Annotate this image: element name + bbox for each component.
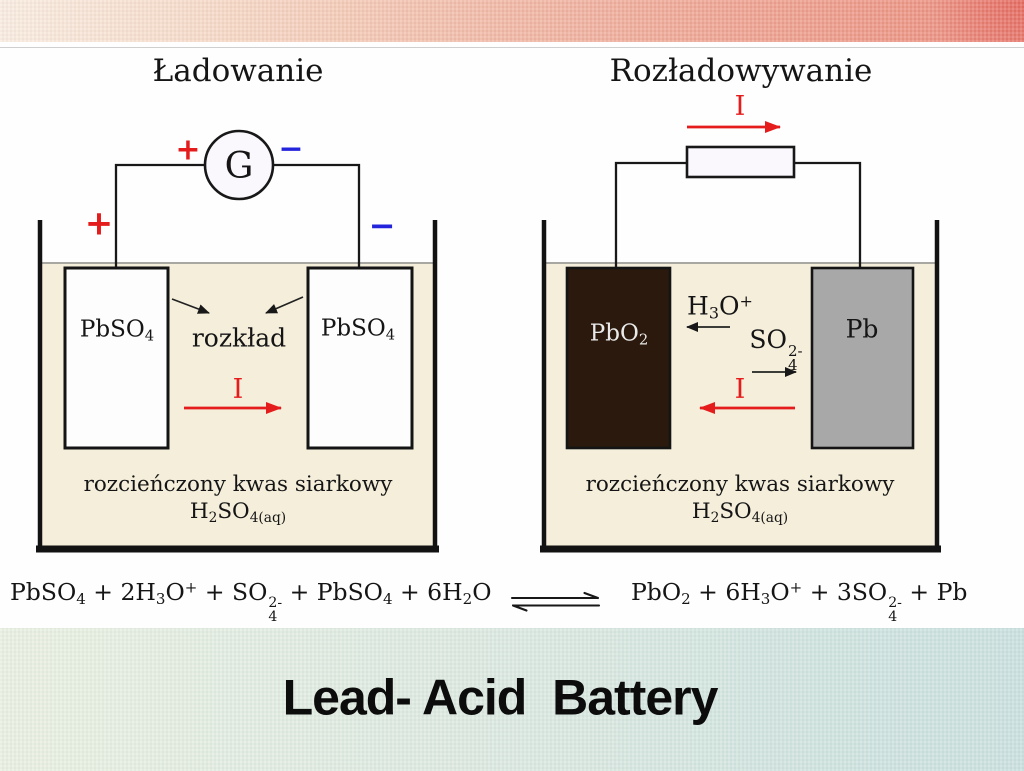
equilibrium-arrow-bottom-icon (511, 604, 601, 612)
electrolyte-formula-left: H2SO4(aq) (189, 499, 287, 527)
discharging-title: Rozładowywanie (609, 52, 873, 89)
equilibrium-arrow-top-icon (510, 591, 600, 600)
slide-title: Lead- Acid Battery (282, 669, 719, 726)
minus-sign-electrode: − (368, 206, 396, 245)
galvanometer-label: G (224, 146, 254, 188)
decomposition-arrow-right-icon (265, 296, 304, 314)
top-decorative-band (0, 0, 1024, 42)
circuit-wire-right (614, 161, 862, 272)
decomposition-arrow-left-icon (171, 298, 210, 314)
pbo2-label: PbO2 (589, 320, 649, 349)
current-label-discharging: I (734, 374, 746, 406)
beaker-walls-right (541, 220, 940, 548)
electrolyte-name-left: rozcieńczony kwas siarkowy (83, 472, 393, 498)
electrode-pbso4-left (63, 266, 170, 450)
current-label-top: I (734, 91, 746, 123)
decomposition-label: rozkład (191, 323, 287, 353)
minus-sign-top: − (278, 131, 304, 167)
pbso4-left-label: PbSO4 (79, 316, 155, 345)
galvanometer-circle (203, 129, 275, 201)
pb-label: Pb (845, 314, 879, 344)
beaker-walls-left (37, 220, 438, 548)
hydronium-label: H3O+ (687, 291, 753, 323)
electrode-pbso4-right (306, 266, 414, 450)
top-divider-line (0, 47, 1024, 48)
bottom-decorative-band (0, 628, 1024, 771)
electrode-pb (810, 266, 915, 450)
electrolyte-formula-right: H2SO4(aq) (691, 499, 789, 527)
current-label-charging: I (232, 374, 244, 406)
charging-title: Ładowanie (152, 52, 324, 89)
electrolyte-name-right: rozcieńczony kwas siarkowy (585, 472, 895, 498)
electrode-pbo2 (565, 266, 672, 450)
plus-sign-electrode: + (84, 203, 114, 244)
plus-sign-top: + (175, 132, 201, 168)
resistor-box (685, 145, 796, 179)
pbso4-right-label: PbSO4 (320, 315, 396, 344)
